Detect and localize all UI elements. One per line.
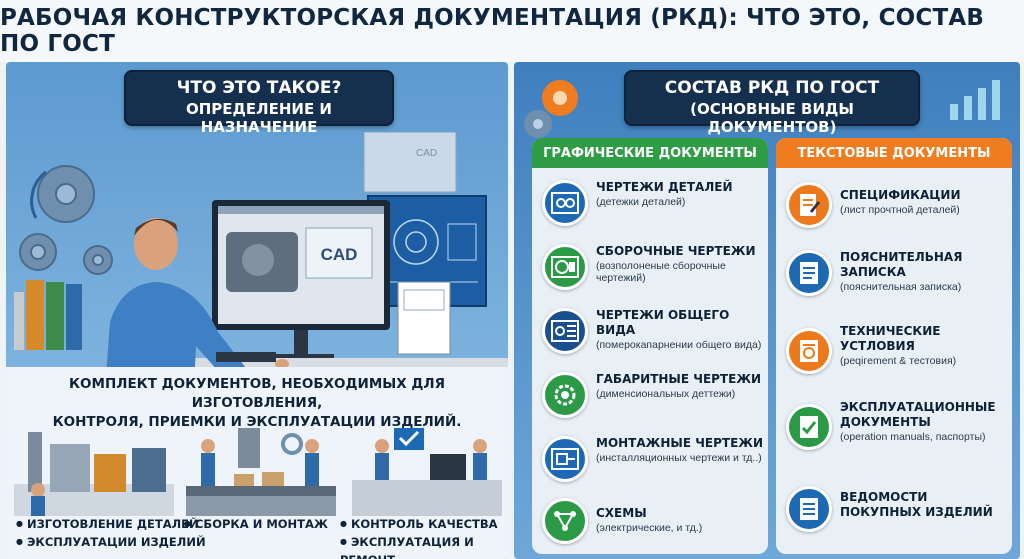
bar-growth-icon [950,80,1000,120]
purpose-line2: КОНТРОЛЯ, ПРИЕМКИ И ЭКСПЛУАТАЦИИ ИЗДЕЛИЙ… [52,414,462,430]
assembly-drawing-icon [542,244,588,290]
graphic-item-general-view: ЧЕРТЕЖИ ОБЩЕГО ВИДА (померокапарнении общ… [542,304,761,360]
graphic-item-sub: (померокапарнении общего вида) [596,339,762,351]
graphic-documents-header: ГРАФИЧЕСКИЕ ДОКУМЕНТЫ [532,138,768,168]
gear-icon [524,80,578,138]
graphic-item-part-drawings: ЧЕРТЕЖИ ДЕТАЛЕЙ (детежки деталей) [542,176,760,232]
installation-drawing-icon [542,436,588,482]
graphic-item-title: ГАБАРИТНЫЕ ЧЕРТЕЖИ [596,372,762,386]
caption-group-assembly: СБОРКА И МОНТАЖ [184,515,328,533]
text-item-technical-conditions: ТЕХНИЧЕСКИЕ УСТЛОВИЯ (реqiгement & тестов… [786,324,1004,380]
binders-illustration [14,280,82,350]
graphic-item-sub: (электрические, и тд.) [596,522,703,534]
caption-operation: ЭКСПЛУАТАЦИИ ИЗДЕЛИЙ [16,533,206,551]
assembly-illustration [186,428,336,516]
graphic-item-title: ЧЕРТЕЖИ ДЕТАЛЕЙ [596,180,733,194]
caption-assembly: СБОРКА И МОНТАЖ [184,515,328,533]
part-drawing-icon [542,180,588,226]
graphic-item-installation-drawings: МОНТАЖНЫЕ ЧЕРТЕЖИ (инсталляционных чертеж… [542,432,764,488]
caption-manufacturing: ИЗГОТОВЛЕНИЕ ДЕТАЛЕЙ [16,515,206,533]
composition-heading-line2: (ОСНОВНЫЕ ВИДЫ ДОКУМЕНТОВ) [690,100,854,136]
text-item-sub: (реqiгement & тестовия) [840,355,957,367]
schema-icon [542,498,588,544]
text-item-sub: (пояснительная записка) [840,281,962,293]
text-item-title: СПЕЦИФИКАЦИИ [840,188,961,202]
text-item-purchased-items: ВЕДОМОСТИ ПОКУПНЫХ ИЗДЕЛИЙ [786,482,1004,538]
text-item-explanatory-note: ПОЯСНИТЕЛЬНАЯ ЗАПИСКА (пояснительная запи… [786,246,1004,302]
graphic-item-assembly-drawings: СБОРОЧНЫЕ ЧЕРТЕЖИ (возполоненые сборочные… [542,240,760,296]
general-view-icon [542,308,588,354]
graphic-item-sub: (возполоненые сборочные чертежий) [596,260,726,284]
purchased-items-icon [786,486,832,532]
specification-icon [786,182,832,228]
technical-conditions-icon [786,328,832,374]
purpose-line1: КОМПЛЕКТ ДОКУМЕНТОВ, НЕОБХОДИМЫХ ДЛЯ ИЗГ… [69,376,445,411]
text-documents-header: ТЕКСТОВЫЕ ДОКУМЕНТЫ [776,138,1012,168]
caption-group-manufacturing: ИЗГОТОВЛЕНИЕ ДЕТАЛЕЙ ЭКСПЛУАТАЦИИ ИЗДЕЛИ… [16,515,206,551]
quality-control-illustration [352,428,502,516]
monitor-cad-label: CAD [321,245,358,264]
operation-docs-icon [786,404,832,450]
graphic-item-sub: (дименсиональных деттежи) [596,388,736,400]
purpose-summary: КОМПЛЕКТ ДОКУМЕНТОВ, НЕОБХОДИМЫХ ДЛЯ ИЗГ… [6,375,508,432]
graphic-item-sub: (детежки деталей) [596,196,686,208]
keyboard-illustration [216,352,276,362]
text-item-operation-docs: ЭКСПЛУАТАЦИОННЫЕ ДОКУМЕНТЫ (operation man… [786,400,1004,456]
text-item-sub: (operation manuals, паспорты) [840,431,986,443]
text-item-sub: (лист прочтной деталей) [840,204,960,216]
purpose-section: КОМПЛЕКТ ДОКУМЕНТОВ, НЕОБХОДИМЫХ ДЛЯ ИЗГ… [6,367,508,559]
gear-icon [19,165,113,275]
composition-heading-line1: СОСТАВ РКД ПО ГОСТ [664,78,880,98]
definition-panel: ЧТО ЭТО ТАКОЕ? ОПРЕДЕЛЕНИЕ И НАЗНАЧЕНИЕ … [6,62,508,559]
side-cad-label: CAD [416,148,437,159]
graphic-item-title: СБОРОЧНЫЕ ЧЕРТЕЖИ [596,244,756,258]
text-item-title: ВЕДОМОСТИ ПОКУПНЫХ ИЗДЕЛИЙ [840,490,993,519]
graphic-item-sub: (инсталляционных чертежи и тд..) [596,452,762,464]
graphic-item-title: ЧЕРТЕЖИ ОБЩЕГО ВИДА [596,308,730,337]
text-item-title: ЭКСПЛУАТАЦИОННЫЕ ДОКУМЕНТЫ [840,400,996,429]
graphic-item-title: СХЕМЫ [596,506,647,520]
text-item-title: ТЕХНИЧЕСКИЕ УСТЛОВИЯ [840,324,941,353]
caption-quality: КОНТРОЛЬ КАЧЕСТВА [340,515,508,533]
text-item-title: ПОЯСНИТЕЛЬНАЯ ЗАПИСКА [840,250,963,279]
definition-heading-line1: ЧТО ЭТО ТАКОЕ? [176,78,342,98]
composition-heading: СОСТАВ РКД ПО ГОСТ (ОСНОВНЫЕ ВИДЫ ДОКУМЕ… [624,70,920,136]
graphic-item-dimension-drawings: ГАБАРИТНЫЕ ЧЕРТЕЖИ (дименсиональных детте… [542,368,762,424]
manufacturing-illustration [14,432,174,516]
definition-heading: ЧТО ЭТО ТАКОЕ? ОПРЕДЕЛЕНИЕ И НАЗНАЧЕНИЕ [124,70,394,136]
caption-repair: ЭКСПЛУАТАЦИЯ И РЕМОНТ [340,533,508,559]
explanatory-note-icon [786,250,832,296]
caption-group-quality: КОНТРОЛЬ КАЧЕСТВА ЭКСПЛУАТАЦИЯ И РЕМОНТ [340,515,508,559]
graphic-item-title: МОНТАЖНЫЕ ЧЕРТЕЖИ [596,436,764,450]
graphic-item-schemes: СХЕМЫ (электрические, и тд.) [542,494,760,550]
definition-heading-line2: ОПРЕДЕЛЕНИЕ И НАЗНАЧЕНИЕ [186,100,332,136]
page-title: РАБОЧАЯ КОНСТРУКТОРСКАЯ ДОКУМЕНТАЦИЯ (РК… [0,0,1024,62]
text-documents-column: ТЕКСТОВЫЕ ДОКУМЕНТЫ СПЕЦИФИКАЦИИ (лист пр… [776,138,1012,554]
cad-monitor-illustration: CAD [212,200,390,360]
composition-panel: СОСТАВ РКД ПО ГОСТ (ОСНОВНЫЕ ВИДЫ ДОКУМЕ… [514,62,1020,559]
dimension-drawing-icon [542,372,588,418]
graphic-documents-column: ГРАФИЧЕСКИЕ ДОКУМЕНТЫ ЧЕРТЕЖИ ДЕТАЛЕЙ (де… [532,138,768,554]
text-item-specifications: СПЕЦИФИКАЦИИ (лист прочтной деталей) [786,178,1004,234]
